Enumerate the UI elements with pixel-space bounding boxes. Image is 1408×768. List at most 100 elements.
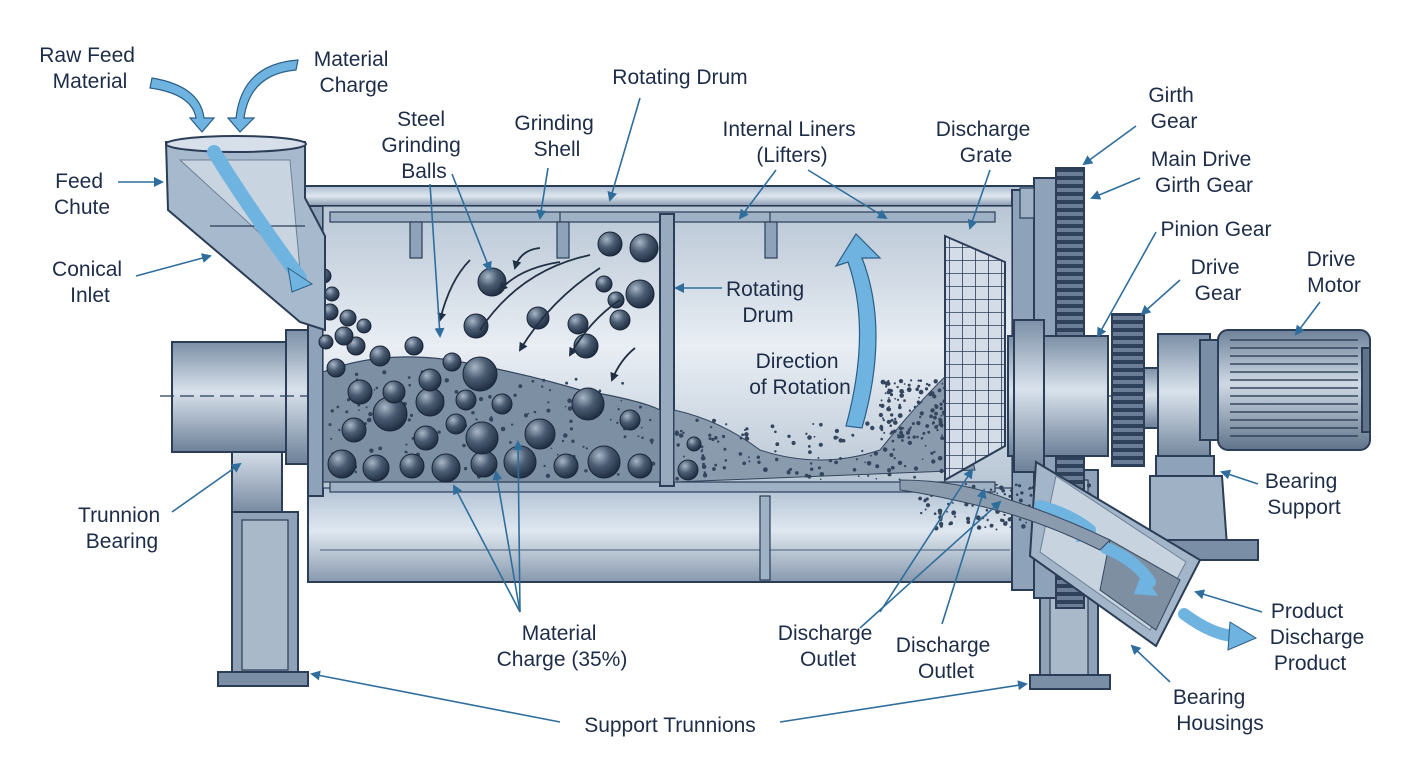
material-particle — [567, 398, 572, 404]
material-particle — [701, 464, 707, 470]
grinding-ball — [413, 425, 439, 451]
material-particle — [640, 426, 643, 429]
material-particle — [916, 421, 921, 426]
material-particle — [701, 448, 704, 451]
material-particle — [890, 389, 894, 392]
material-particle — [358, 409, 360, 411]
material-particle — [918, 496, 922, 501]
material-particle — [852, 468, 857, 472]
material-particle — [933, 415, 937, 420]
material-particle — [703, 471, 706, 474]
label-discharge-outlet-2: Discharge Outlet — [896, 634, 996, 683]
material-particle — [875, 464, 880, 469]
material-particle — [934, 404, 938, 407]
material-particle — [641, 436, 644, 440]
label-bearing-support: Bearing Support — [1265, 470, 1343, 519]
material-particle — [834, 460, 838, 465]
grinding-ball — [477, 267, 507, 297]
material-particle — [548, 389, 552, 392]
material-particle — [920, 400, 923, 404]
material-particle — [724, 459, 728, 462]
material-particle — [679, 429, 683, 433]
material-particle — [330, 409, 334, 413]
material-particle — [518, 384, 523, 389]
material-particle — [437, 430, 441, 434]
material-particle — [808, 450, 812, 454]
material-particle — [475, 418, 478, 421]
material-particle — [890, 465, 895, 470]
material-particle — [938, 511, 942, 515]
material-particle — [500, 426, 506, 432]
material-particle — [952, 502, 954, 504]
material-particle — [939, 468, 944, 474]
material-particle — [927, 430, 931, 434]
grinding-ball — [445, 413, 467, 435]
grinding-ball — [404, 336, 424, 356]
material-particle — [1020, 491, 1024, 495]
material-particle — [609, 418, 612, 421]
material-particle — [509, 441, 512, 444]
feed-flow-arrows — [149, 59, 299, 133]
material-particle — [995, 483, 998, 486]
material-particle — [747, 456, 750, 459]
material-particle — [888, 405, 890, 408]
label-rotating-drum-top: Rotating Drum — [612, 66, 747, 89]
material-particle — [999, 485, 1004, 491]
support-trunnion-left — [217, 389, 309, 687]
material-particle — [939, 406, 943, 411]
material-particle — [1009, 526, 1012, 528]
grinding-ball — [463, 313, 489, 339]
grinding-ball — [571, 387, 605, 421]
material-particle — [561, 439, 565, 443]
material-particle — [582, 445, 585, 448]
material-particle — [940, 436, 944, 440]
material-particle — [1028, 486, 1032, 490]
leader-lines — [118, 97, 1321, 723]
material-particle — [571, 439, 575, 443]
material-particle — [976, 525, 982, 530]
material-particle — [880, 437, 883, 441]
material-particle — [924, 444, 927, 447]
material-particle — [717, 440, 720, 443]
material-particle — [638, 405, 642, 409]
material-particle — [621, 381, 624, 385]
material-particle — [930, 451, 934, 455]
material-particle — [838, 438, 843, 443]
material-particle — [714, 463, 718, 467]
material-particle — [763, 467, 768, 473]
material-particle — [941, 434, 943, 437]
grinding-ball — [369, 345, 391, 367]
material-particle — [369, 448, 374, 453]
label-product-discharge: Product Discharge Product — [1270, 600, 1370, 675]
material-particle — [700, 450, 703, 453]
material-particle — [899, 393, 904, 398]
material-particle — [975, 515, 981, 521]
material-particle — [940, 418, 943, 421]
grinding-ball — [356, 318, 372, 334]
material-particle — [623, 435, 627, 439]
material-particle — [890, 418, 894, 422]
material-particle — [711, 437, 715, 442]
material-particle — [930, 408, 935, 413]
material-particle — [804, 473, 809, 478]
material-particle — [913, 475, 916, 479]
label-pinion-gear: Pinion Gear — [1161, 218, 1272, 241]
material-particle — [971, 484, 976, 489]
material-particle — [934, 425, 938, 429]
material-particle — [542, 378, 546, 382]
material-particle — [513, 393, 517, 397]
material-particle — [989, 488, 993, 491]
material-particle — [938, 423, 941, 426]
middle-diaphragm — [659, 213, 675, 487]
material-particle — [819, 478, 822, 481]
material-particle — [906, 430, 910, 435]
material-particle — [819, 422, 823, 427]
material-particle — [937, 455, 943, 461]
material-particle — [454, 390, 459, 394]
material-particle — [932, 421, 935, 425]
grinding-ball — [491, 393, 513, 415]
material-particle — [810, 467, 814, 471]
material-particle — [795, 471, 799, 475]
material-charge-heap — [322, 356, 1092, 532]
label-discharge-outlet-1: Discharge Outlet — [778, 622, 878, 671]
